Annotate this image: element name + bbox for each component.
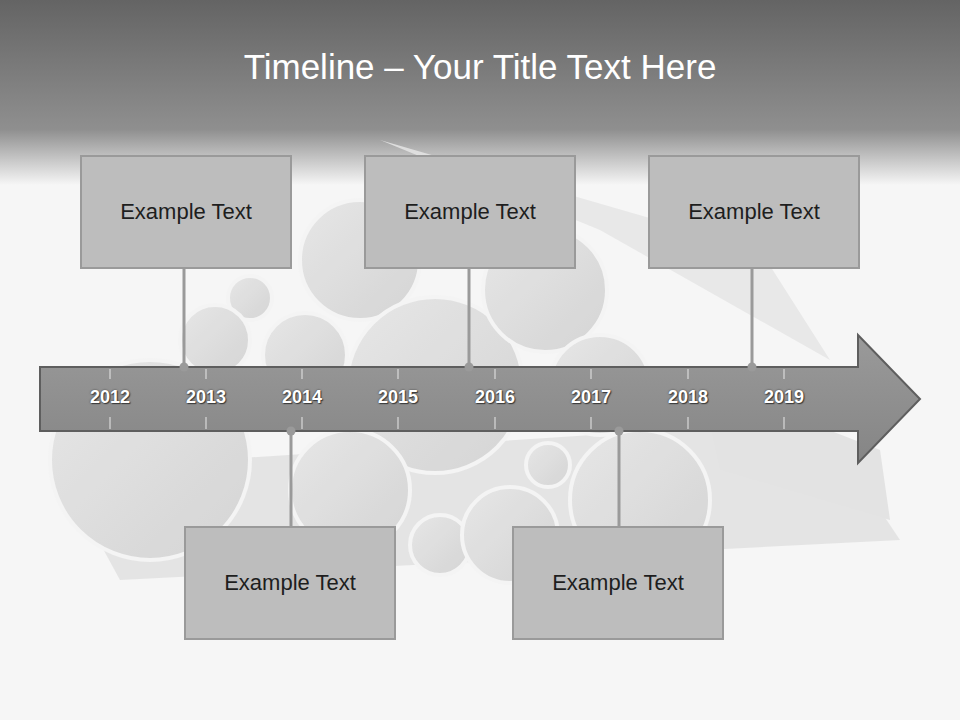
event-box: Example Text [184, 526, 396, 640]
event-text: Example Text [224, 569, 356, 597]
event-text: Example Text [404, 198, 536, 226]
year-label: 2017 [556, 386, 626, 408]
timeline-arrow [40, 335, 920, 463]
event-box: Example Text [648, 155, 860, 269]
event-text: Example Text [552, 569, 684, 597]
year-label: 2016 [460, 386, 530, 408]
event-box: Example Text [80, 155, 292, 269]
year-label: 2012 [75, 386, 145, 408]
event-box: Example Text [364, 155, 576, 269]
year-label: 2019 [749, 386, 819, 408]
event-text: Example Text [120, 198, 252, 226]
leader-lines [180, 269, 757, 526]
year-ticks [110, 369, 784, 429]
year-label: 2018 [653, 386, 723, 408]
event-box: Example Text [512, 526, 724, 640]
year-label: 2014 [267, 386, 337, 408]
year-label: 2013 [171, 386, 241, 408]
event-text: Example Text [688, 198, 820, 226]
pipes-picture [50, 140, 900, 583]
year-label: 2015 [363, 386, 433, 408]
slide-title: Timeline – Your Title Text Here [0, 40, 960, 94]
